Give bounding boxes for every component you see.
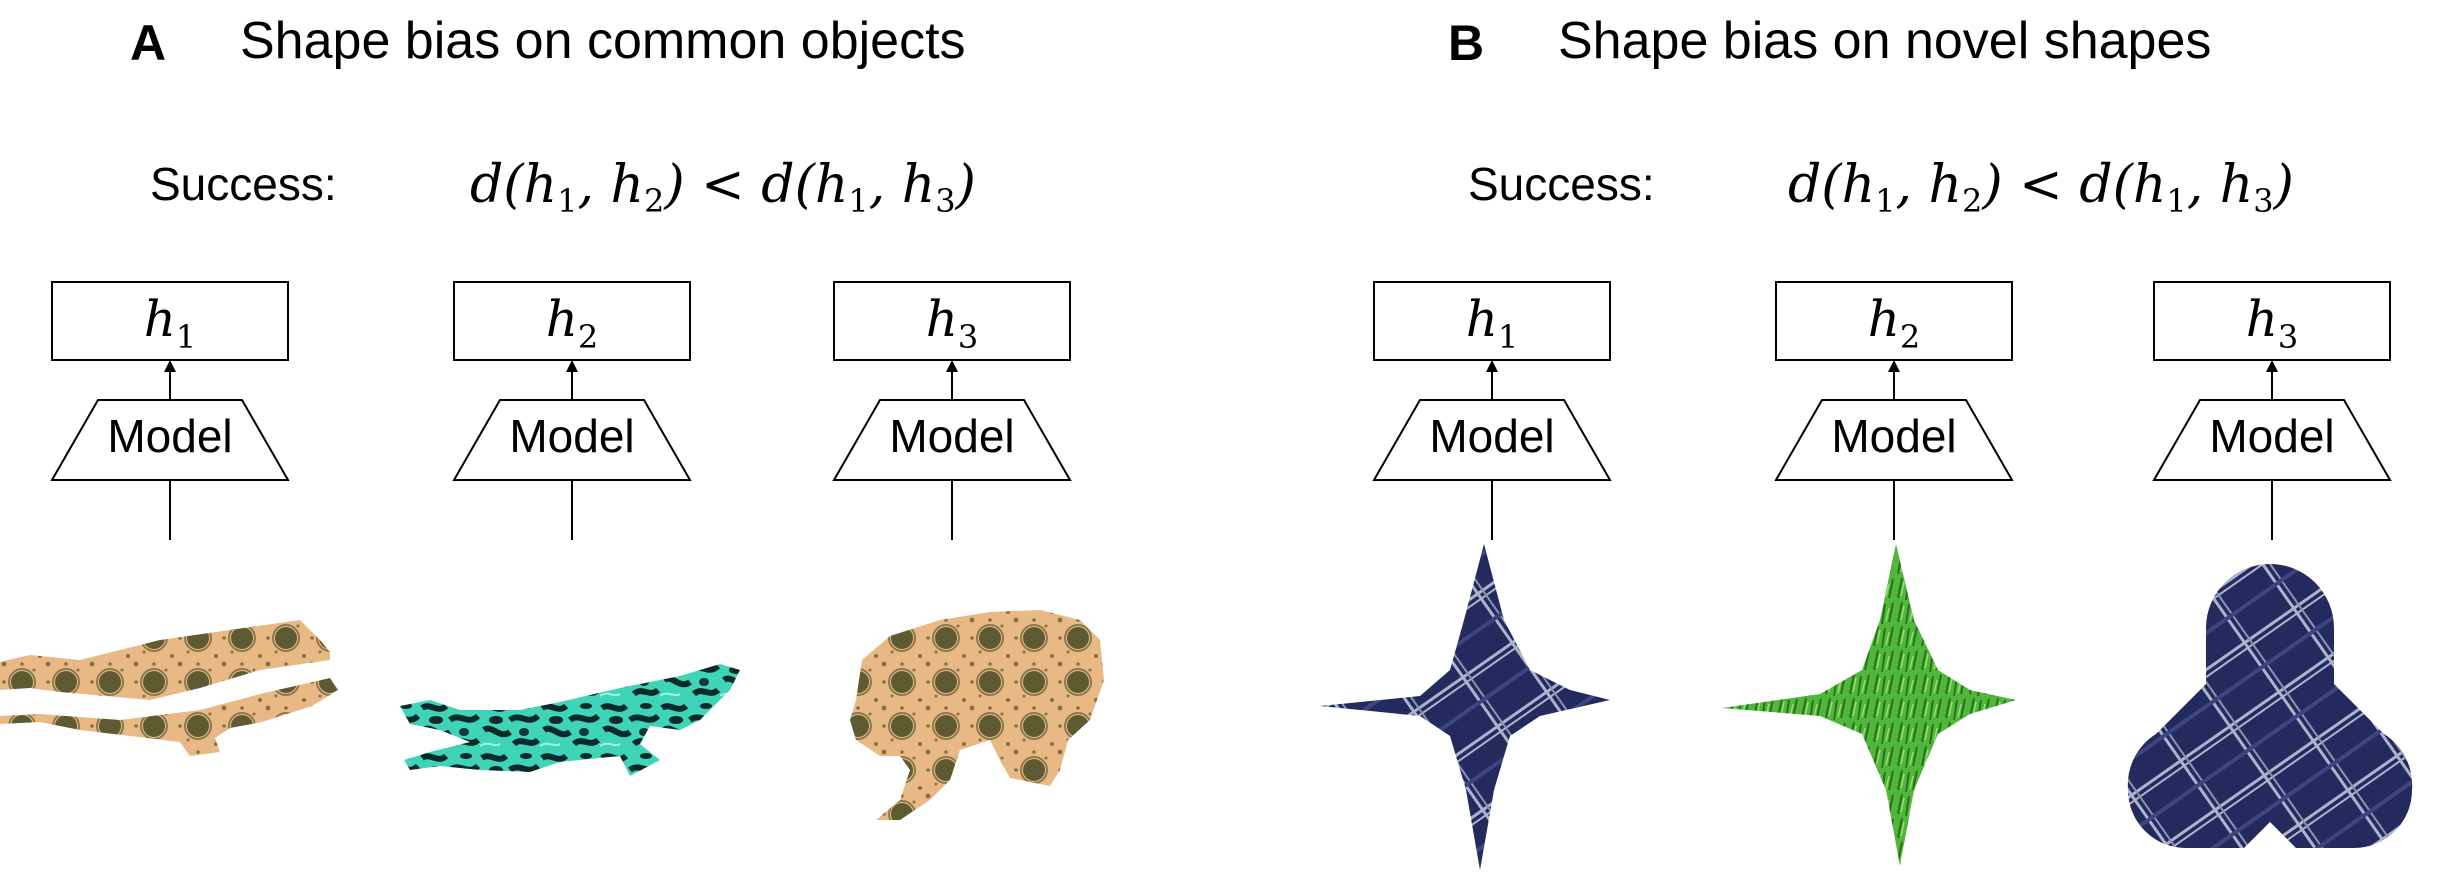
model-label: Model bbox=[1429, 410, 1554, 462]
embedding-label: h2 bbox=[1868, 290, 1921, 356]
panel-title: Shape bias on common objects bbox=[240, 12, 966, 70]
star-navy-stimulus bbox=[1320, 544, 1610, 870]
success-criterion: d(h1, h2) < d(h1, h3) bbox=[470, 155, 976, 220]
embedding-label: h1 bbox=[1466, 290, 1519, 356]
airplane-teal-stimulus bbox=[400, 664, 740, 776]
bear-tan-stimulus bbox=[850, 610, 1104, 820]
model-label: Model bbox=[107, 410, 232, 462]
model-block bbox=[452, 399, 692, 481]
success-criterion: d(h1, h2) < d(h1, h3) bbox=[1788, 155, 2294, 220]
embedding-label: h3 bbox=[2246, 290, 2299, 356]
panel-title: Shape bias on novel shapes bbox=[1558, 12, 2211, 70]
model-block bbox=[1774, 399, 2014, 481]
success-label: Success: bbox=[150, 158, 337, 210]
model-label: Model bbox=[509, 410, 634, 462]
model-label: Model bbox=[1831, 410, 1956, 462]
embedding-box bbox=[833, 281, 1071, 361]
airplane-tan-stimulus bbox=[0, 620, 338, 756]
embedding-box bbox=[453, 281, 691, 361]
model-block bbox=[50, 399, 290, 481]
embedding-label: h3 bbox=[926, 290, 979, 356]
success-label: Success: bbox=[1468, 158, 1655, 210]
embedding-label: h1 bbox=[144, 290, 197, 356]
model-label: Model bbox=[2209, 410, 2334, 462]
panel-letter: B bbox=[1448, 15, 1484, 71]
star-green-stimulus bbox=[1722, 544, 2016, 866]
panel-letter: A bbox=[130, 15, 166, 71]
embedding-box bbox=[1775, 281, 2013, 361]
embedding-label: h2 bbox=[546, 290, 599, 356]
three-lobe-navy-stimulus bbox=[2127, 564, 2413, 848]
model-label: Model bbox=[889, 410, 1014, 462]
embedding-box bbox=[51, 281, 289, 361]
model-block bbox=[2152, 399, 2392, 481]
model-block bbox=[1372, 399, 1612, 481]
model-block bbox=[832, 399, 1072, 481]
